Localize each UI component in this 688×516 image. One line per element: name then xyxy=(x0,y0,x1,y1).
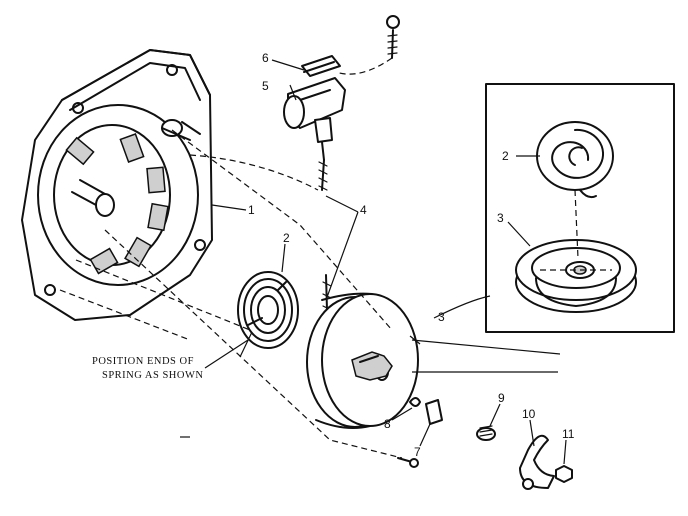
callout-rope: 4 xyxy=(360,203,367,217)
retainer-nut xyxy=(555,465,573,483)
pawl-spring xyxy=(409,397,421,407)
callout-pawl: 7 xyxy=(414,445,421,459)
rewind-spring xyxy=(237,271,299,349)
callout-spring-inset: 2 xyxy=(502,149,509,163)
note-line-1: POSITION ENDS OF xyxy=(92,356,194,367)
note-line-2: SPRING AS SHOWN xyxy=(102,370,203,381)
retainer-plate xyxy=(519,434,555,490)
callout-handle: 5 xyxy=(262,79,269,93)
handle-insert xyxy=(301,55,341,77)
callout-pulley-inset: 3 xyxy=(497,211,504,225)
pulley-screw xyxy=(397,457,419,468)
callout-housing: 1 xyxy=(248,203,255,217)
callout-spring-main: 2 xyxy=(283,231,290,245)
spring-position-note: POSITION ENDS OF SPRING AS SHOWN xyxy=(92,356,203,381)
rope-pulley xyxy=(306,292,419,429)
retainer-screw xyxy=(476,425,496,441)
callout-nut: 11 xyxy=(562,427,575,441)
starter-housing xyxy=(21,49,213,321)
callout-retainer-screw: 9 xyxy=(498,391,505,405)
starter-handle xyxy=(283,77,346,161)
callout-retainer-plate: 10 xyxy=(522,407,536,421)
callout-handle-insert: 6 xyxy=(262,51,269,65)
starter-pawl xyxy=(425,399,443,425)
assembly-lines xyxy=(59,57,612,459)
leader-lines xyxy=(204,59,567,465)
callout-numbers: 1 2 4 5 6 3 8 7 9 10 11 2 3 xyxy=(248,51,575,459)
callout-pawl-spring: 8 xyxy=(384,417,391,431)
callout-pulley-main: 3 xyxy=(438,310,445,324)
assembly-detail-inset xyxy=(485,83,675,333)
handle-screw xyxy=(386,15,400,59)
